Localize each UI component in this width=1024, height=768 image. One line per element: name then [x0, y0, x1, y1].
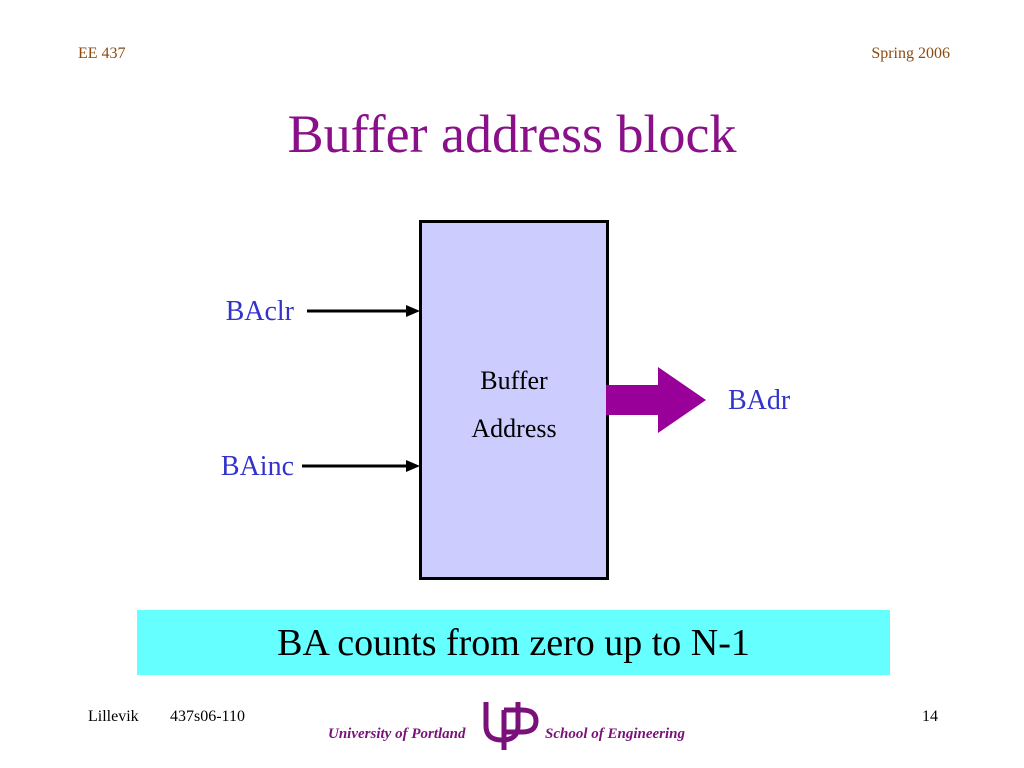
input-label-bainc: BAinc — [220, 451, 294, 482]
footer-author: Lillevik — [88, 708, 139, 725]
input-arrow-bainc — [302, 460, 420, 472]
university-name: University of Portland — [328, 726, 466, 742]
output-bus-arrow — [606, 367, 706, 433]
buffer-address-block — [419, 220, 609, 580]
page-number: 14 — [922, 708, 938, 725]
course-label: EE 437 — [78, 45, 126, 62]
slide-title: Buffer address block — [287, 104, 737, 164]
school-name: School of Engineering — [545, 726, 686, 742]
input-label-baclr: BAclr — [225, 296, 294, 327]
up-monogram-icon — [483, 702, 539, 750]
note-box — [137, 610, 890, 675]
term-label: Spring 2006 — [871, 45, 950, 62]
block-label-line2: Address — [471, 414, 557, 443]
footer-doc-id: 437s06-110 — [170, 708, 245, 725]
input-arrow-baclr — [307, 305, 420, 317]
note-text: BA counts from zero up to N-1 — [277, 622, 750, 664]
block-label: Buffer Address — [422, 357, 606, 453]
block-label-line1: Buffer — [480, 366, 548, 395]
output-label-badr: BAdr — [728, 385, 791, 416]
